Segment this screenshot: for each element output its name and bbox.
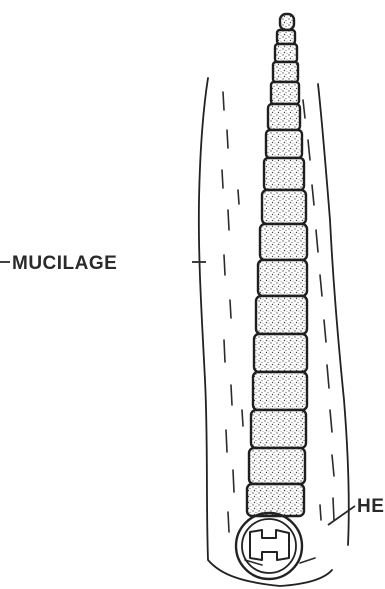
filament-cell bbox=[258, 260, 307, 296]
filament-cell bbox=[254, 334, 307, 372]
filament-cell bbox=[277, 30, 295, 44]
filament-cell bbox=[251, 410, 306, 448]
apical-cell bbox=[280, 14, 294, 30]
filament-cell bbox=[264, 158, 304, 190]
filament-cell bbox=[262, 190, 306, 224]
filament-cell bbox=[249, 448, 305, 484]
trichome bbox=[236, 14, 307, 579]
heterocyst bbox=[236, 513, 302, 579]
mucilage-label-group: MUCILAGE bbox=[0, 253, 206, 274]
filament-cell bbox=[260, 224, 307, 260]
filament-cell bbox=[256, 296, 307, 334]
filament-cell bbox=[271, 82, 299, 104]
mucilage-label: MUCILAGE bbox=[12, 253, 117, 274]
filament-cell bbox=[275, 44, 297, 62]
filament-cell bbox=[247, 484, 304, 516]
filament-cell bbox=[273, 62, 298, 82]
filament-cell bbox=[266, 130, 302, 158]
heterocyst-label: HE bbox=[357, 496, 384, 517]
filament-cell bbox=[268, 104, 300, 130]
heterocyst-label-group: HE bbox=[328, 496, 384, 525]
filament-cell bbox=[253, 372, 307, 410]
